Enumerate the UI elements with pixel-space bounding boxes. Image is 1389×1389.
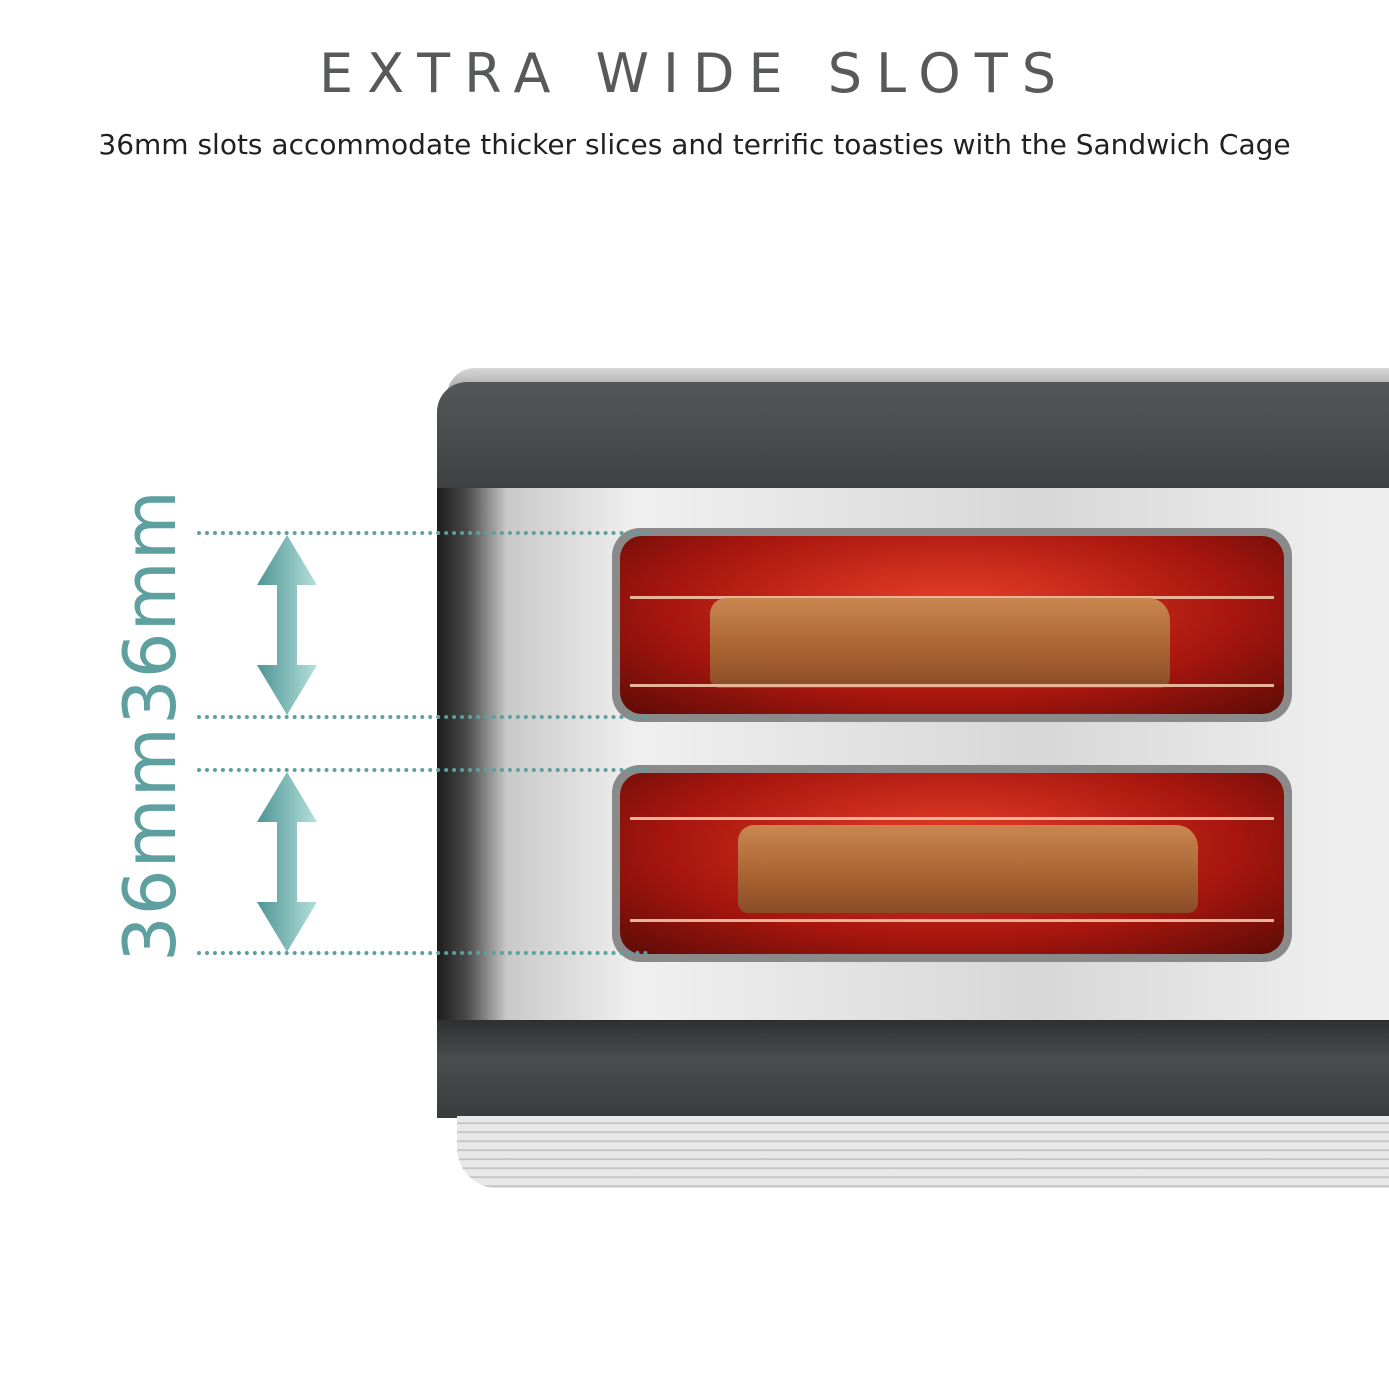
dimension-label: 36mm [108, 489, 192, 725]
dimension-line [197, 768, 648, 772]
double-arrow-icon [257, 535, 317, 715]
rack [630, 596, 1274, 599]
page-subtitle: 36mm slots accommodate thicker slices an… [98, 128, 1291, 161]
top-band [437, 382, 1389, 492]
bread-slice [710, 598, 1170, 688]
chrome-base [457, 1116, 1389, 1188]
toaster-slot-2 [612, 765, 1292, 962]
dimension-line [197, 951, 648, 955]
toaster-slot-1 [612, 528, 1292, 722]
dimension-line [197, 715, 648, 719]
rack [630, 817, 1274, 820]
double-arrow-icon [257, 772, 317, 952]
dimension-label: 36mm [108, 726, 192, 962]
bottom-band [437, 1020, 1389, 1118]
dimension-line [197, 531, 648, 535]
rack [630, 684, 1274, 687]
page-title: EXTRA WIDE SLOTS [319, 42, 1070, 105]
rack [630, 919, 1274, 922]
toaster-image [437, 368, 1389, 1193]
bread-slice [738, 825, 1198, 913]
